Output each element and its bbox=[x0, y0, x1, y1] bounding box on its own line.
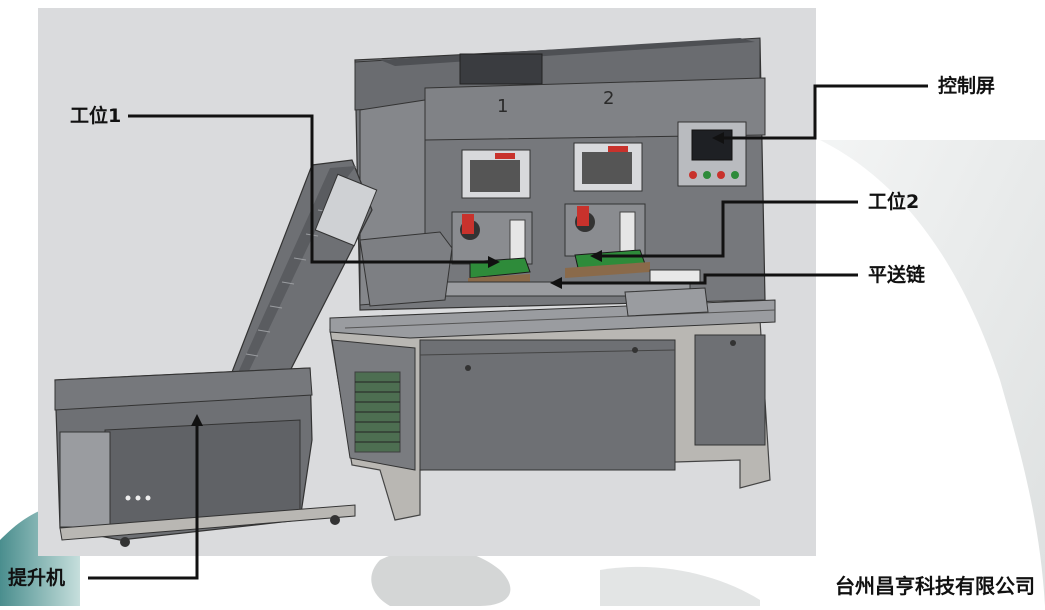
callout-line-station1 bbox=[128, 114, 490, 264]
arrowhead-control-screen bbox=[712, 132, 724, 144]
callout-line-flat-chain bbox=[558, 273, 858, 285]
callout-line-elevator bbox=[88, 424, 199, 580]
label-control-screen: 控制屏 bbox=[938, 75, 996, 97]
label-flat-chain: 平送链 bbox=[868, 264, 926, 286]
label-station1: 工位1 bbox=[70, 105, 122, 127]
callout-lines bbox=[88, 84, 928, 580]
callout-line-control-screen bbox=[720, 84, 928, 140]
callout-arrowheads bbox=[191, 132, 724, 426]
lower-right-cabinet bbox=[694, 334, 766, 446]
label-station2: 工位2 bbox=[868, 191, 920, 213]
arrowhead-flat-chain bbox=[550, 277, 562, 289]
arrowhead-elevator bbox=[191, 414, 203, 426]
screen-icon bbox=[691, 129, 733, 161]
station-number-2: 2 bbox=[603, 88, 614, 109]
station-number-1: 1 bbox=[497, 96, 508, 117]
label-elevator: 提升机 bbox=[8, 567, 66, 589]
company-name: 台州昌亨科技有限公司 bbox=[835, 574, 1035, 598]
machine: 1 2 bbox=[329, 37, 776, 521]
elevator bbox=[54, 159, 378, 547]
callout-line-station2 bbox=[600, 200, 858, 258]
fan-grille-icon bbox=[354, 371, 401, 453]
arrowhead-station1 bbox=[488, 256, 500, 268]
arrowhead-station2 bbox=[590, 250, 602, 262]
lower-cabinet bbox=[419, 339, 676, 471]
